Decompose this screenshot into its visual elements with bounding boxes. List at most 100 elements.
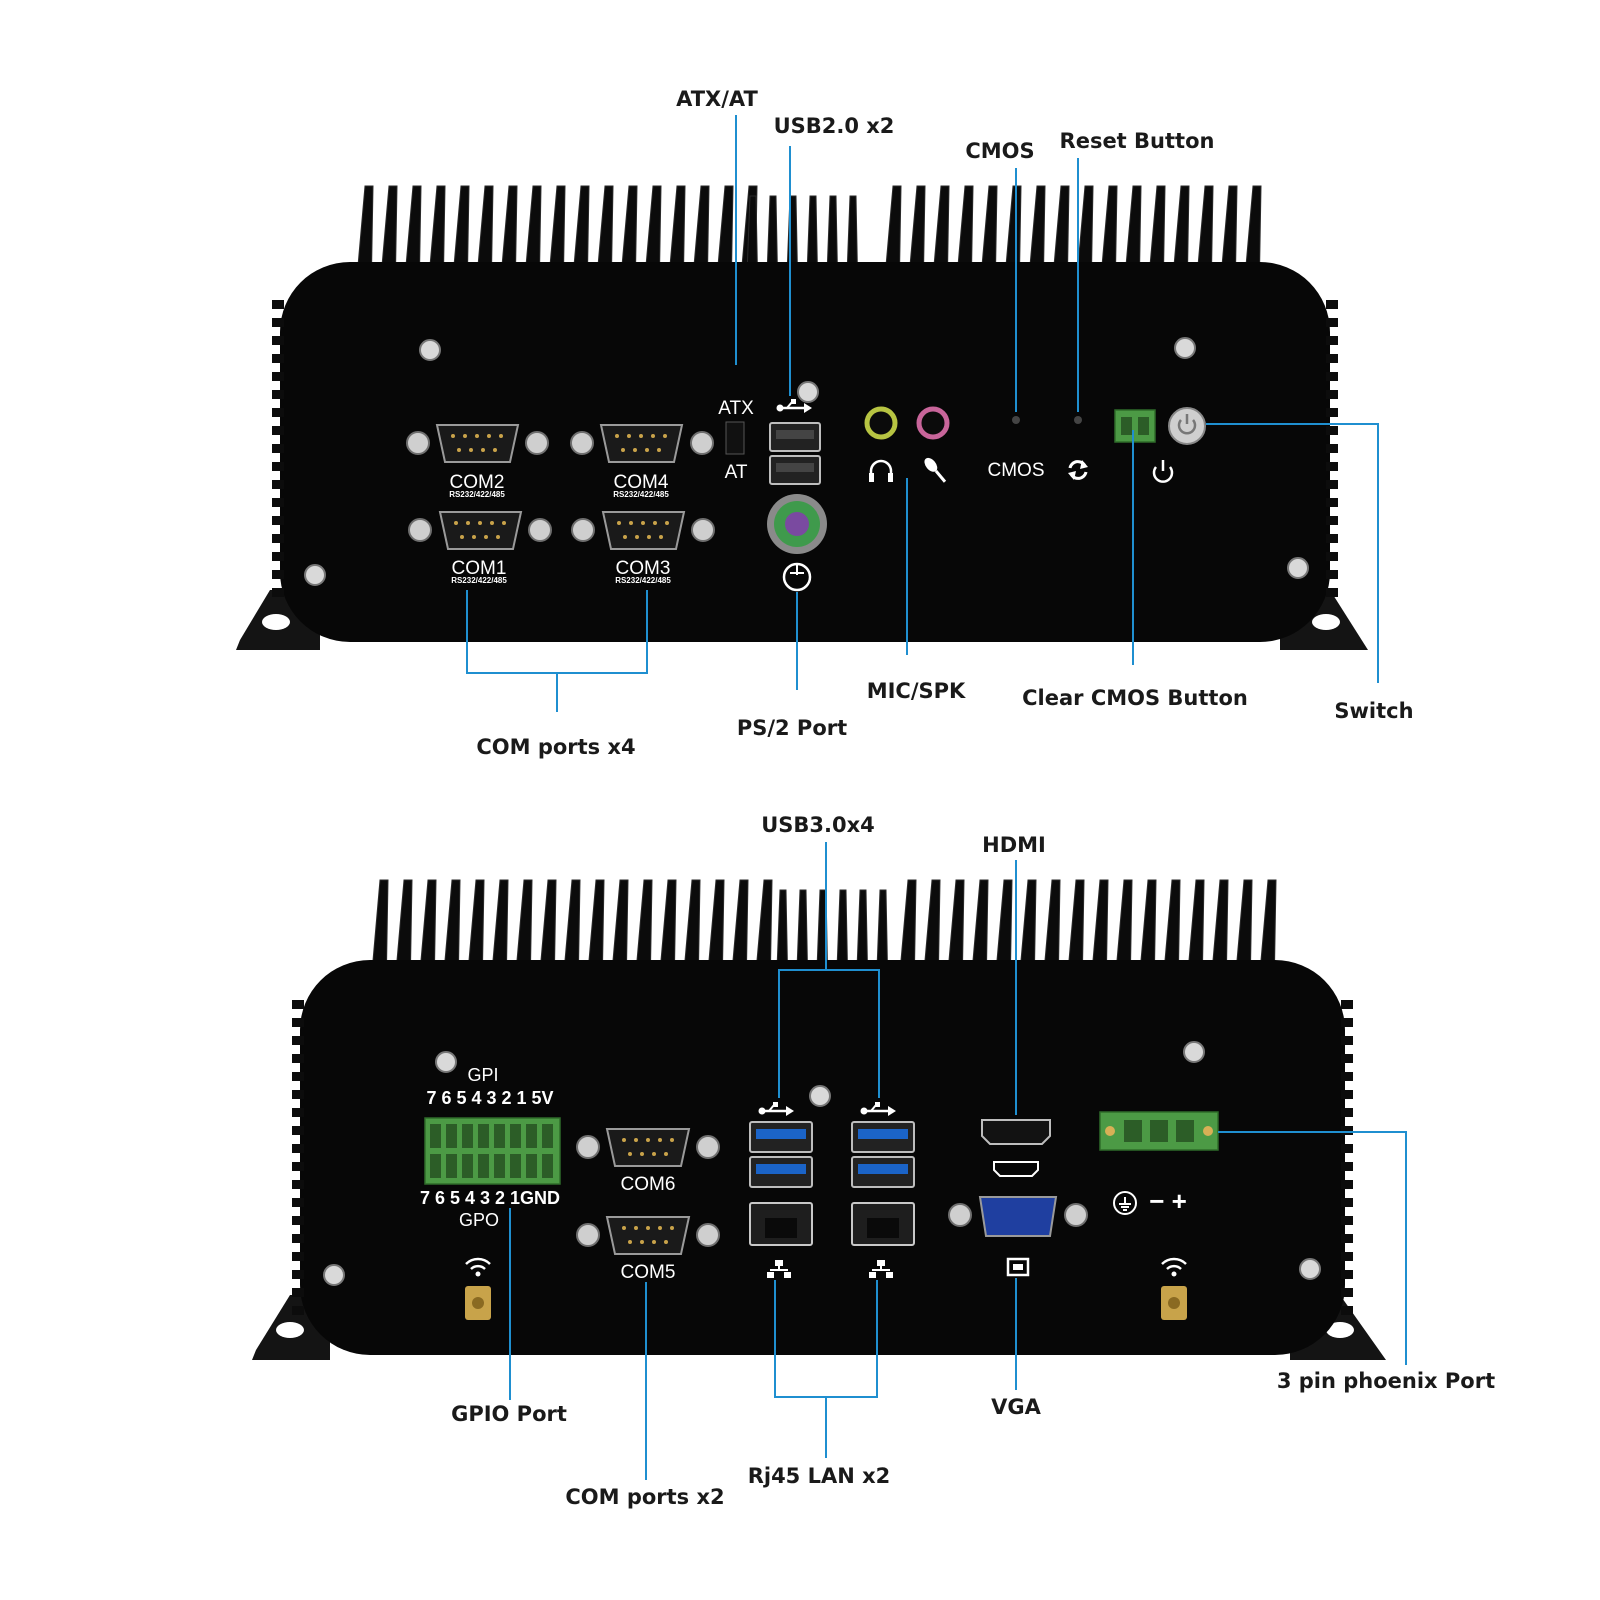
db9-pin (622, 1226, 626, 1230)
side-rib (292, 1234, 304, 1243)
side-rib (1341, 1072, 1353, 1081)
wifi-antenna-left[interactable] (465, 1286, 491, 1320)
side-rib (1326, 300, 1338, 309)
db9-pin (652, 1152, 656, 1156)
vga-port[interactable] (948, 1196, 1088, 1237)
side-rib (1341, 1000, 1353, 1009)
callout-gpio-port: GPIO Port (451, 1402, 567, 1426)
com1-port[interactable] (408, 511, 552, 550)
usb-icon (776, 399, 812, 413)
side-rib (272, 552, 284, 561)
microphone-jack[interactable] (916, 406, 950, 440)
com6-port[interactable] (576, 1128, 720, 1167)
side-rib (292, 1000, 304, 1009)
atx-at-switch[interactable] (725, 421, 745, 455)
callout-mic-spk: MIC/SPK (867, 679, 966, 703)
db9-pin (478, 521, 482, 525)
db9-pin (652, 1240, 656, 1244)
com5-label: COM5 (621, 1262, 676, 1283)
side-rib (1326, 534, 1338, 543)
gpio-terminal-slot (510, 1124, 521, 1148)
com4-standard-label: RS232/422/485 (613, 490, 669, 499)
com3-port[interactable] (571, 511, 715, 550)
db9-pin (451, 434, 455, 438)
side-rib (292, 1036, 304, 1045)
side-rib (292, 1252, 304, 1261)
db9-pin (634, 1226, 638, 1230)
ground-icon (1113, 1191, 1137, 1215)
db9-pin (463, 434, 467, 438)
reset-button[interactable] (1074, 416, 1082, 424)
db9-pin (664, 1240, 668, 1244)
side-rib (1341, 1270, 1353, 1279)
side-rib (1326, 480, 1338, 489)
side-rib (272, 300, 284, 309)
db9-pin (670, 1226, 674, 1230)
hdmi-icon (993, 1161, 1039, 1177)
power-polarity-label: − + (1149, 1186, 1187, 1216)
side-ribs (292, 1000, 1353, 1315)
usb3-port-1[interactable] (749, 1121, 813, 1153)
db9-pin (634, 1138, 638, 1142)
db9-pin (641, 521, 645, 525)
com3-label: COM3 (616, 558, 671, 579)
rj45-port-1[interactable] (749, 1202, 813, 1246)
db9-pin (629, 521, 633, 525)
gpio-terminal-slot (446, 1124, 457, 1148)
gpio-terminal-block[interactable] (424, 1117, 561, 1185)
callout-switch: Switch (1334, 699, 1413, 723)
side-rib (272, 498, 284, 507)
com2-label: COM2 (450, 472, 505, 493)
usb3-port-3[interactable] (851, 1121, 915, 1153)
top-device: COM2 RS232/422/485 COM4 RS232/422/485 CO… (236, 185, 1368, 650)
foot-hole-icon (276, 1322, 304, 1338)
db9-pin (663, 434, 667, 438)
com5-port[interactable] (576, 1216, 720, 1255)
gpo-label: GPO (459, 1210, 499, 1230)
hdmi-port[interactable] (981, 1119, 1051, 1145)
side-rib (1341, 1054, 1353, 1063)
side-rib (272, 336, 284, 345)
side-rib (292, 1090, 304, 1099)
side-rib (272, 570, 284, 579)
db9-pin (664, 1152, 668, 1156)
side-rib (1326, 462, 1338, 471)
screw (1174, 337, 1196, 359)
ps2-port[interactable] (767, 494, 827, 554)
db9-pin (472, 535, 476, 539)
side-rib (1326, 390, 1338, 399)
db9-pin (635, 535, 639, 539)
callout-com-ports-x2: COM ports x2 (565, 1485, 724, 1509)
side-rib (1341, 1144, 1353, 1153)
side-rib (272, 372, 284, 381)
usb3-port-4[interactable] (851, 1156, 915, 1188)
wifi-antenna-right[interactable] (1161, 1286, 1187, 1320)
gpio-terminal-slot (526, 1124, 537, 1148)
callout-ps2-port: PS/2 Port (737, 716, 847, 740)
com2-standard-label: RS232/422/485 (449, 490, 505, 499)
com2-port[interactable] (406, 424, 549, 463)
atx-label: ATX (718, 398, 754, 419)
usb-icon (758, 1102, 794, 1116)
clear-cmos-button[interactable] (1012, 416, 1020, 424)
callout-vga: VGA (991, 1395, 1041, 1419)
foot-hole-icon (1326, 1322, 1354, 1338)
foot-hole-icon (262, 614, 290, 630)
rj45-port-2[interactable] (851, 1202, 915, 1246)
side-rib (292, 1198, 304, 1207)
side-rib (1341, 1036, 1353, 1045)
db9-pin (623, 535, 627, 539)
side-rib (292, 1054, 304, 1063)
usb2-tongue (776, 463, 814, 472)
gpio-terminal-slot (542, 1124, 553, 1148)
side-rib (292, 1306, 304, 1315)
side-rib (272, 534, 284, 543)
power-switch[interactable] (1168, 407, 1206, 445)
gpio-terminal-slot (462, 1154, 473, 1178)
speaker-jack[interactable] (864, 406, 898, 440)
usb3-port-2[interactable] (749, 1156, 813, 1188)
db9-pin (633, 448, 637, 452)
com4-port[interactable] (570, 424, 714, 463)
db9-pin (460, 535, 464, 539)
screw (1183, 1041, 1205, 1063)
